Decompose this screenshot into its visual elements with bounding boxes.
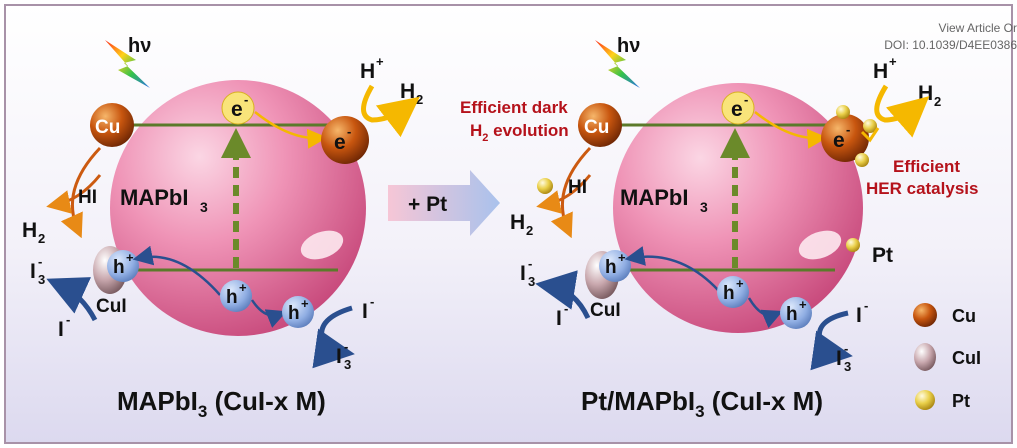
svg-text:+: + (736, 276, 744, 291)
svg-text:-: - (38, 254, 42, 269)
svg-text:I: I (58, 318, 64, 341)
svg-text:+: + (889, 54, 897, 69)
svg-text:H: H (918, 82, 933, 105)
pt-arrow-label: + Pt (408, 193, 447, 216)
light-bolt-icon (105, 40, 150, 88)
svg-text:+: + (618, 250, 626, 265)
doi-text: DOI: 10.1039/D4EE0386 (884, 38, 1017, 52)
svg-text:H: H (873, 60, 888, 83)
legend-cui-swatch (914, 343, 936, 371)
svg-text:2: 2 (38, 231, 45, 246)
svg-text:-: - (846, 122, 850, 137)
svg-text:I: I (556, 307, 562, 330)
svg-text:Cu: Cu (95, 117, 120, 138)
cu-particle (90, 103, 134, 147)
right-panel: hν e - e - H + H 2 Efficient HER catalys… (460, 35, 978, 421)
svg-text:+: + (301, 296, 309, 311)
svg-text:+: + (126, 250, 134, 265)
light-bolt-icon-2 (595, 40, 640, 88)
view-article-link[interactable]: View Article Or (938, 21, 1017, 35)
cu-particle-right (321, 116, 369, 164)
svg-text:h: h (786, 304, 798, 325)
right-caption: Pt/MAPbI3 (CuI-x M) (581, 386, 823, 421)
left-panel: hν e - e - H + H 2 Cu HI H 2 MAPbI 3 h +… (22, 35, 423, 421)
svg-text:-: - (844, 341, 848, 356)
svg-text:H: H (400, 80, 415, 103)
svg-text:I: I (30, 260, 36, 283)
electron-particle (221, 91, 255, 125)
svg-text:I: I (836, 347, 842, 370)
svg-text:3: 3 (200, 199, 208, 215)
pt-loading-arrow: + Pt (388, 170, 500, 236)
svg-text:I: I (856, 304, 862, 327)
svg-text:e: e (334, 131, 346, 154)
article-meta: View Article Or DOI: 10.1039/D4EE0386 (847, 20, 1017, 54)
svg-text:-: - (864, 298, 868, 313)
svg-text:H: H (360, 60, 375, 83)
svg-text:h: h (723, 283, 735, 304)
svg-text:3: 3 (344, 357, 351, 372)
svg-text:-: - (528, 256, 532, 271)
dark-evolution-line2: H2 evolution (470, 121, 569, 144)
svg-text:MAPbI: MAPbI (120, 185, 188, 210)
pt-label: Pt (872, 244, 893, 267)
svg-text:+: + (239, 280, 247, 295)
legend-pt-label: Pt (952, 391, 970, 411)
svg-text:+: + (376, 54, 384, 69)
svg-text:MAPbI: MAPbI (620, 185, 688, 210)
svg-text:3: 3 (700, 199, 708, 215)
svg-text:-: - (564, 301, 568, 316)
svg-text:2: 2 (416, 92, 423, 107)
svg-text:-: - (370, 294, 374, 309)
svg-text:H: H (510, 211, 525, 234)
legend-cu-label: Cu (952, 306, 976, 326)
svg-text:CuI: CuI (590, 300, 621, 321)
svg-text:-: - (66, 312, 70, 327)
svg-text:3: 3 (844, 359, 851, 374)
svg-text:h: h (226, 287, 238, 308)
svg-text:+: + (799, 297, 807, 312)
svg-text:I: I (362, 300, 368, 323)
svg-text:e: e (731, 98, 743, 121)
dark-evolution-line1: Efficient dark (460, 98, 568, 117)
legend: Cu CuI Pt (913, 303, 981, 411)
svg-text:hν: hν (617, 35, 640, 57)
svg-text:I: I (336, 345, 342, 368)
svg-text:CuI: CuI (96, 296, 127, 317)
svg-text:3: 3 (38, 272, 45, 287)
svg-text:-: - (347, 124, 351, 139)
svg-text:e: e (833, 129, 845, 152)
svg-text:Cu: Cu (584, 117, 609, 138)
pt-particle-free (537, 178, 553, 194)
svg-text:2: 2 (526, 223, 533, 238)
svg-text:h: h (288, 303, 300, 324)
light-label: hν (128, 35, 151, 57)
electron-label: e (231, 98, 243, 121)
left-caption: MAPbI3 (CuI-x M) (117, 386, 326, 421)
svg-text:3: 3 (528, 274, 535, 289)
legend-cu-swatch (913, 303, 937, 327)
svg-text:I: I (520, 262, 526, 285)
svg-text:-: - (244, 92, 248, 107)
svg-text:H: H (22, 219, 37, 242)
hole-particle (107, 250, 139, 282)
legend-cui-label: CuI (952, 348, 981, 368)
svg-text:HI: HI (78, 187, 97, 208)
legend-pt-swatch (915, 390, 935, 410)
svg-text:-: - (344, 339, 348, 354)
svg-text:2: 2 (934, 94, 941, 109)
svg-text:h: h (113, 257, 125, 278)
svg-text:-: - (744, 92, 748, 107)
svg-text:h: h (605, 257, 617, 278)
her-text-line2: HER catalysis (866, 179, 978, 198)
her-text-line1: Efficient (893, 157, 960, 176)
svg-text:HI: HI (568, 177, 587, 198)
